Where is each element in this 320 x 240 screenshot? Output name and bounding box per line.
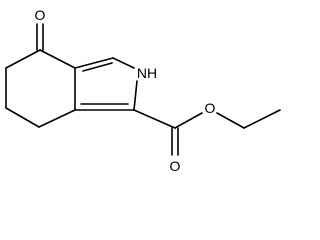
ester-oxygen-single-label: O [205, 100, 216, 116]
bond-ch2-ch3 [243, 109, 281, 129]
ester-oxygen-double-label: O [170, 158, 181, 174]
bonds [5, 23, 281, 156]
bond-c6-c7 [5, 107, 40, 128]
bond-o-ch2 [216, 112, 245, 129]
atom-labels: O NH O O [35, 7, 216, 174]
bond-c7-c7a [38, 109, 76, 128]
bond-c3a-c3 [74, 57, 114, 69]
bond-c3-n2 [112, 57, 135, 69]
pyrrole-nh-label: NH [137, 65, 157, 81]
ketone-oxygen-label: O [35, 7, 46, 23]
bond-c4-c5 [5, 49, 41, 69]
bond-c3a-c4 [39, 49, 76, 69]
bond-c3a-c3-inner [82, 62, 113, 72]
bond-ccarbonyl-o-single [174, 112, 203, 129]
molecule-structure: O NH O O [5, 7, 281, 174]
bond-n2-c1 [133, 80, 138, 111]
bond-c1-ccarbonyl [133, 109, 176, 129]
